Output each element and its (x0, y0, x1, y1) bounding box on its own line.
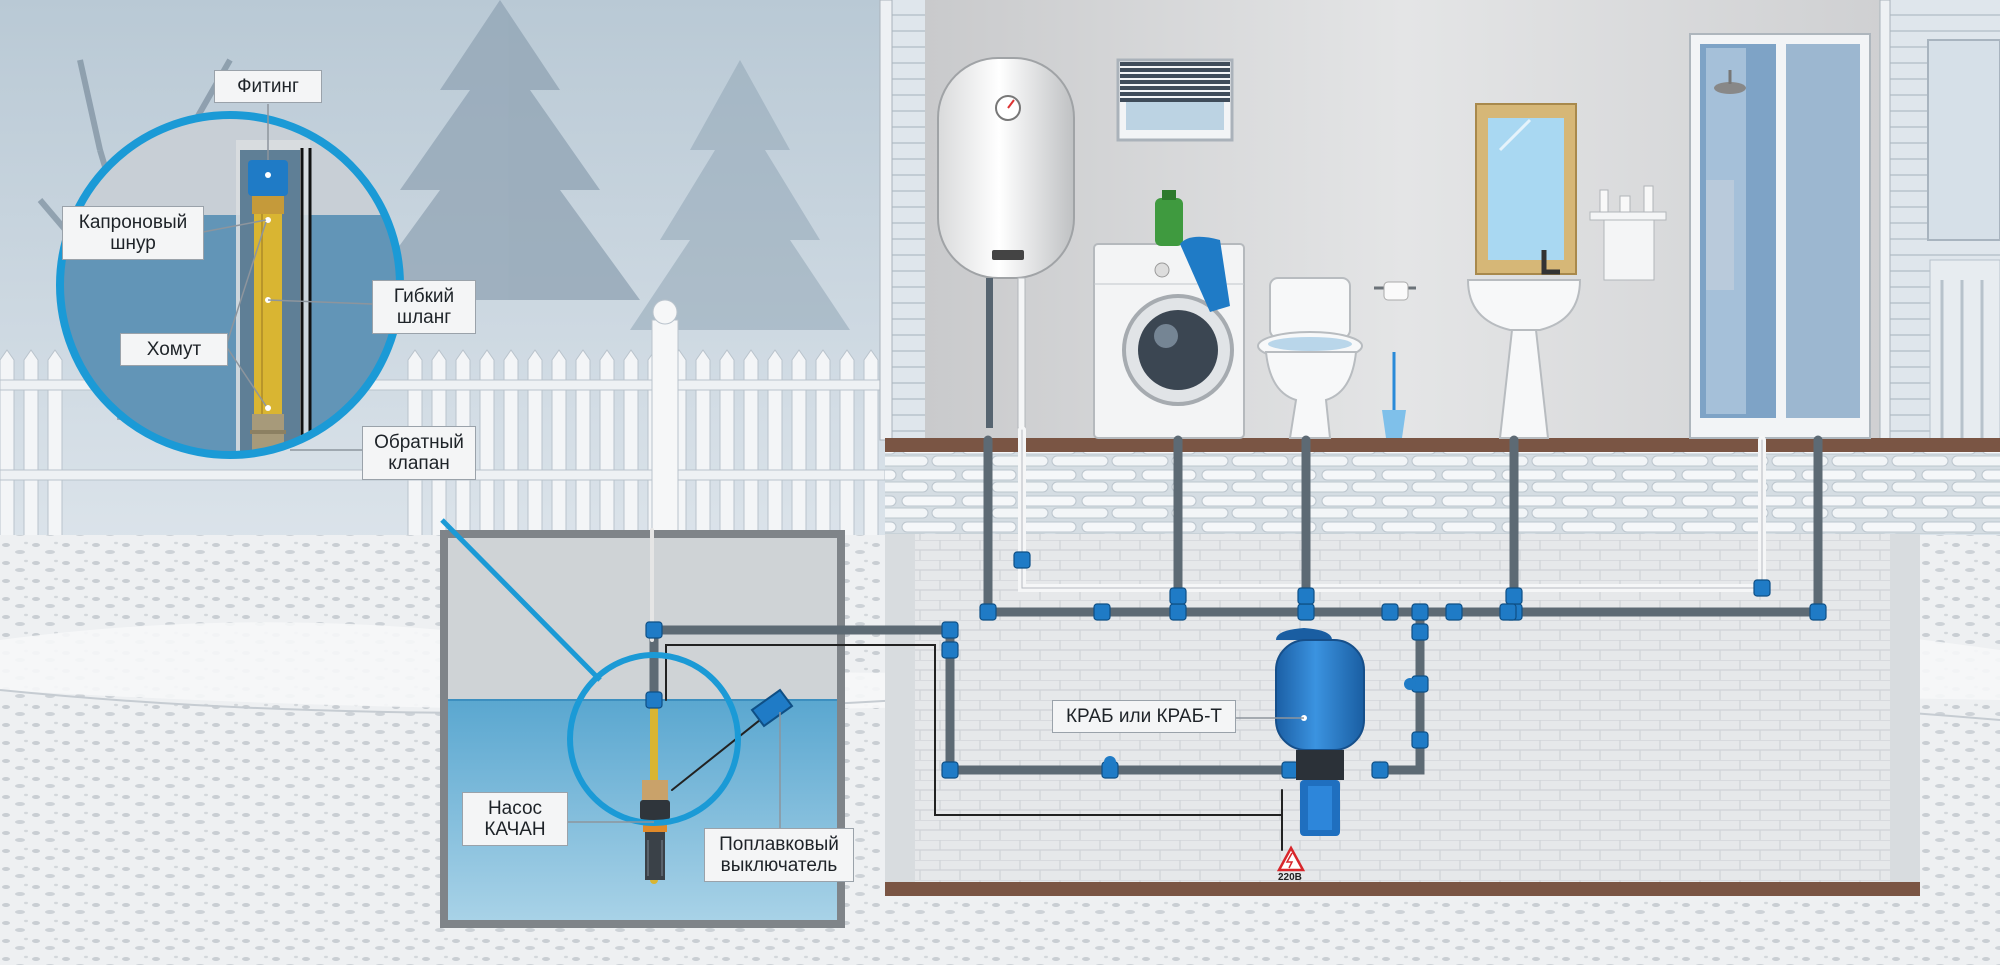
label-float-switch: Поплавковый выключатель (704, 828, 854, 882)
label-pump: Насос КАЧАН (462, 792, 568, 846)
water-heater-icon (937, 57, 1075, 429)
label-clamp: Хомут (120, 333, 228, 366)
shower-cabin-icon (1689, 33, 1871, 439)
mirror-icon (1475, 103, 1577, 275)
fence-icon (0, 299, 886, 541)
label-check-valve: Обратный клапан (362, 426, 476, 480)
detergent-bottle-icon (1155, 190, 1183, 246)
toilet-icon (1257, 277, 1363, 439)
label-flexible-hose: Гибкий шланг (372, 280, 476, 334)
hydro-accumulator-icon (1275, 628, 1365, 836)
toilet-paper-icon (1374, 281, 1416, 301)
tree-icon (360, 0, 850, 330)
window-blinds-icon (1116, 58, 1234, 142)
label-accumulator: КРАБ или КРАБ-Т (1052, 700, 1236, 733)
label-voltage: 220В (1278, 872, 1302, 883)
label-fitting: Фитинг (214, 70, 322, 103)
electric-warning-icon (1276, 845, 1306, 872)
sink-icon (1466, 250, 1582, 439)
toilet-brush-icon (1382, 352, 1406, 438)
float-switch-icon (750, 688, 794, 728)
label-kapron-cord: Капроновый шнур (62, 206, 204, 260)
